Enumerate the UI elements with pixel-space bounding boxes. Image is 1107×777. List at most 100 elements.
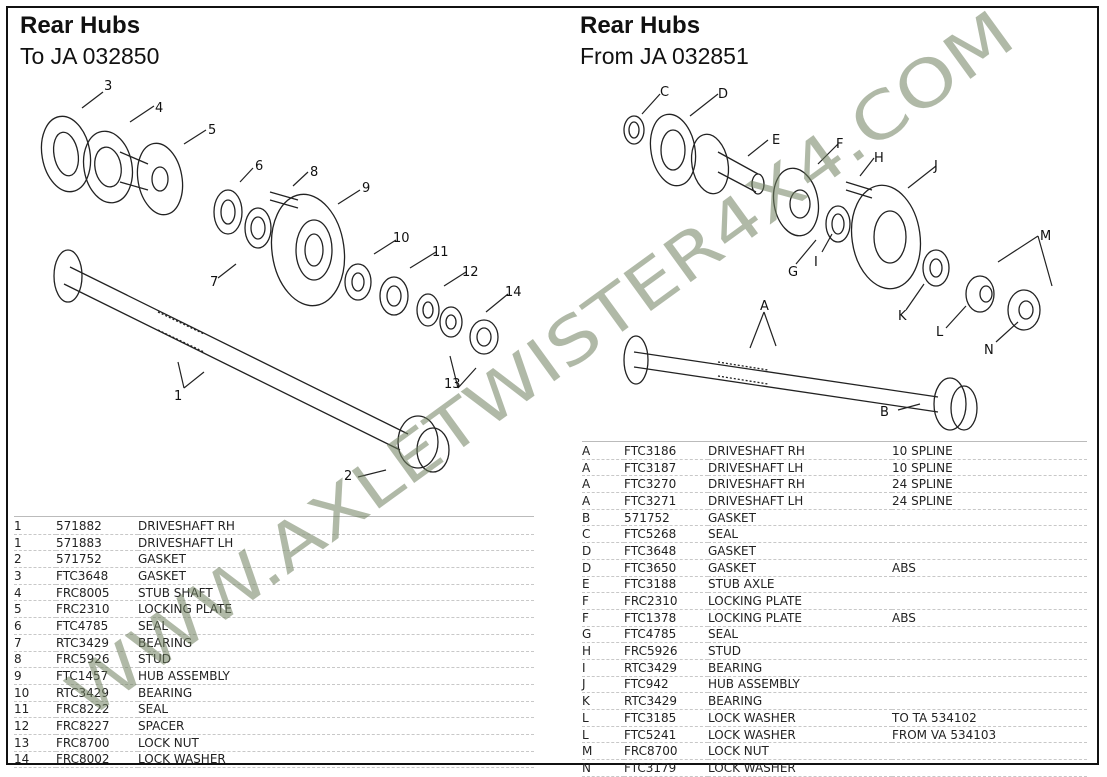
parts-cell-part: FTC4785 (624, 626, 708, 644)
right-subtitle: From JA 032851 (580, 43, 749, 69)
callout-K: K (898, 309, 907, 324)
parts-cell-desc: SEAL (708, 626, 892, 644)
parts-cell-desc: BEARING (138, 634, 534, 652)
parts-cell-part: FTC5241 (624, 726, 708, 744)
right-exploded-diagram: C D E F H J G I M K L N A B (623, 85, 1053, 431)
parts-cell-desc: STUD (138, 651, 534, 669)
parts-cell-ref: 1 (14, 518, 56, 535)
parts-cell-desc: SPACER (138, 717, 534, 735)
parts-cell-desc: LOCK WASHER (708, 709, 892, 727)
parts-cell-part: FTC3270 (624, 475, 708, 494)
callout-L: L (936, 325, 944, 340)
parts-cell-note (892, 509, 1087, 527)
parts-cell-ref: D (582, 542, 624, 560)
parts-cell-part: FRC2310 (56, 600, 138, 619)
parts-cell-ref: E (582, 576, 624, 594)
parts-cell-note (892, 759, 1087, 777)
parts-cell-desc: HUB ASSEMBLY (138, 667, 534, 685)
catalog-page: Rear Hubs To JA 032850 (6, 6, 1099, 777)
parts-cell-part: FRC8222 (56, 701, 138, 719)
parts-cell-part: RTC3429 (624, 659, 708, 677)
parts-cell-note (892, 592, 1087, 610)
parts-cell-note: 24 SPLINE (892, 475, 1087, 494)
callout-M: M (1040, 229, 1051, 244)
parts-cell-desc: DRIVESHAFT RH (708, 443, 892, 460)
parts-cell-desc: LOCK WASHER (708, 726, 892, 744)
callout-13: 13 (444, 377, 461, 392)
callout-4: 4 (155, 101, 163, 116)
parts-cell-note: ABS (892, 609, 1087, 627)
parts-cell-note (892, 676, 1087, 694)
parts-cell-ref: G (582, 626, 624, 644)
parts-cell-desc: LOCK WASHER (708, 759, 892, 777)
parts-cell-desc: BEARING (708, 692, 892, 710)
parts-cell-desc: DRIVESHAFT RH (708, 475, 892, 494)
left-exploded-diagram: 3 4 5 6 8 9 7 10 11 12 14 1 13 2 (40, 79, 522, 484)
callout-1: 1 (174, 389, 182, 404)
parts-cell-part: FRC8005 (56, 584, 138, 602)
parts-cell-desc: DRIVESHAFT LH (138, 534, 534, 552)
callout-7: 7 (210, 275, 218, 290)
callout-F: F (836, 137, 843, 152)
parts-cell-desc: SEAL (708, 525, 892, 544)
parts-cell-part: FRC5926 (624, 642, 708, 660)
parts-cell-part: FTC3185 (624, 709, 708, 727)
parts-cell-part: FTC942 (624, 676, 708, 694)
parts-cell-part: FTC1457 (56, 667, 138, 685)
parts-cell-note (892, 659, 1087, 677)
parts-cell-ref: 7 (14, 634, 56, 652)
parts-cell-part: FTC3650 (624, 559, 708, 577)
callout-6: 6 (255, 159, 263, 174)
parts-cell-desc: LOCKING PLATE (708, 592, 892, 610)
parts-cell-part: FTC1378 (624, 609, 708, 627)
parts-cell-ref: A (582, 475, 624, 494)
parts-cell-note (892, 525, 1087, 544)
parts-cell-note (892, 742, 1087, 761)
callout-A: A (760, 299, 769, 314)
parts-cell-note: 10 SPLINE (892, 443, 1087, 460)
parts-cell-part: FTC3648 (56, 567, 138, 585)
callout-9: 9 (362, 181, 370, 196)
parts-cell-part: 571882 (56, 518, 138, 535)
parts-cell-ref: 4 (14, 584, 56, 602)
left-title: Rear Hubs (20, 12, 141, 39)
parts-cell-desc: GASKET (708, 542, 892, 560)
left-subtitle: To JA 032850 (20, 43, 160, 69)
parts-cell-part: RTC3429 (56, 684, 138, 702)
parts-cell-desc: GASKET (138, 567, 534, 585)
callout-14: 14 (505, 285, 522, 300)
parts-cell-part: FTC3187 (624, 459, 708, 477)
parts-cell-note: TO TA 534102 (892, 709, 1087, 727)
parts-cell-desc: SEAL (138, 617, 534, 635)
parts-cell-ref: L (582, 709, 624, 727)
parts-cell-ref: 14 (14, 751, 56, 769)
parts-cell-note (892, 542, 1087, 560)
parts-cell-ref: F (582, 609, 624, 627)
right-title: Rear Hubs (580, 12, 701, 39)
parts-cell-desc: DRIVESHAFT LH (708, 459, 892, 477)
parts-cell-note (892, 692, 1087, 710)
leader-lines (81, 91, 509, 478)
parts-cell-note: 10 SPLINE (892, 459, 1087, 477)
callout-G: G (788, 265, 798, 280)
parts-cell-ref: K (582, 692, 624, 710)
parts-cell-ref: 8 (14, 651, 56, 669)
parts-cell-part: FTC3648 (624, 542, 708, 560)
